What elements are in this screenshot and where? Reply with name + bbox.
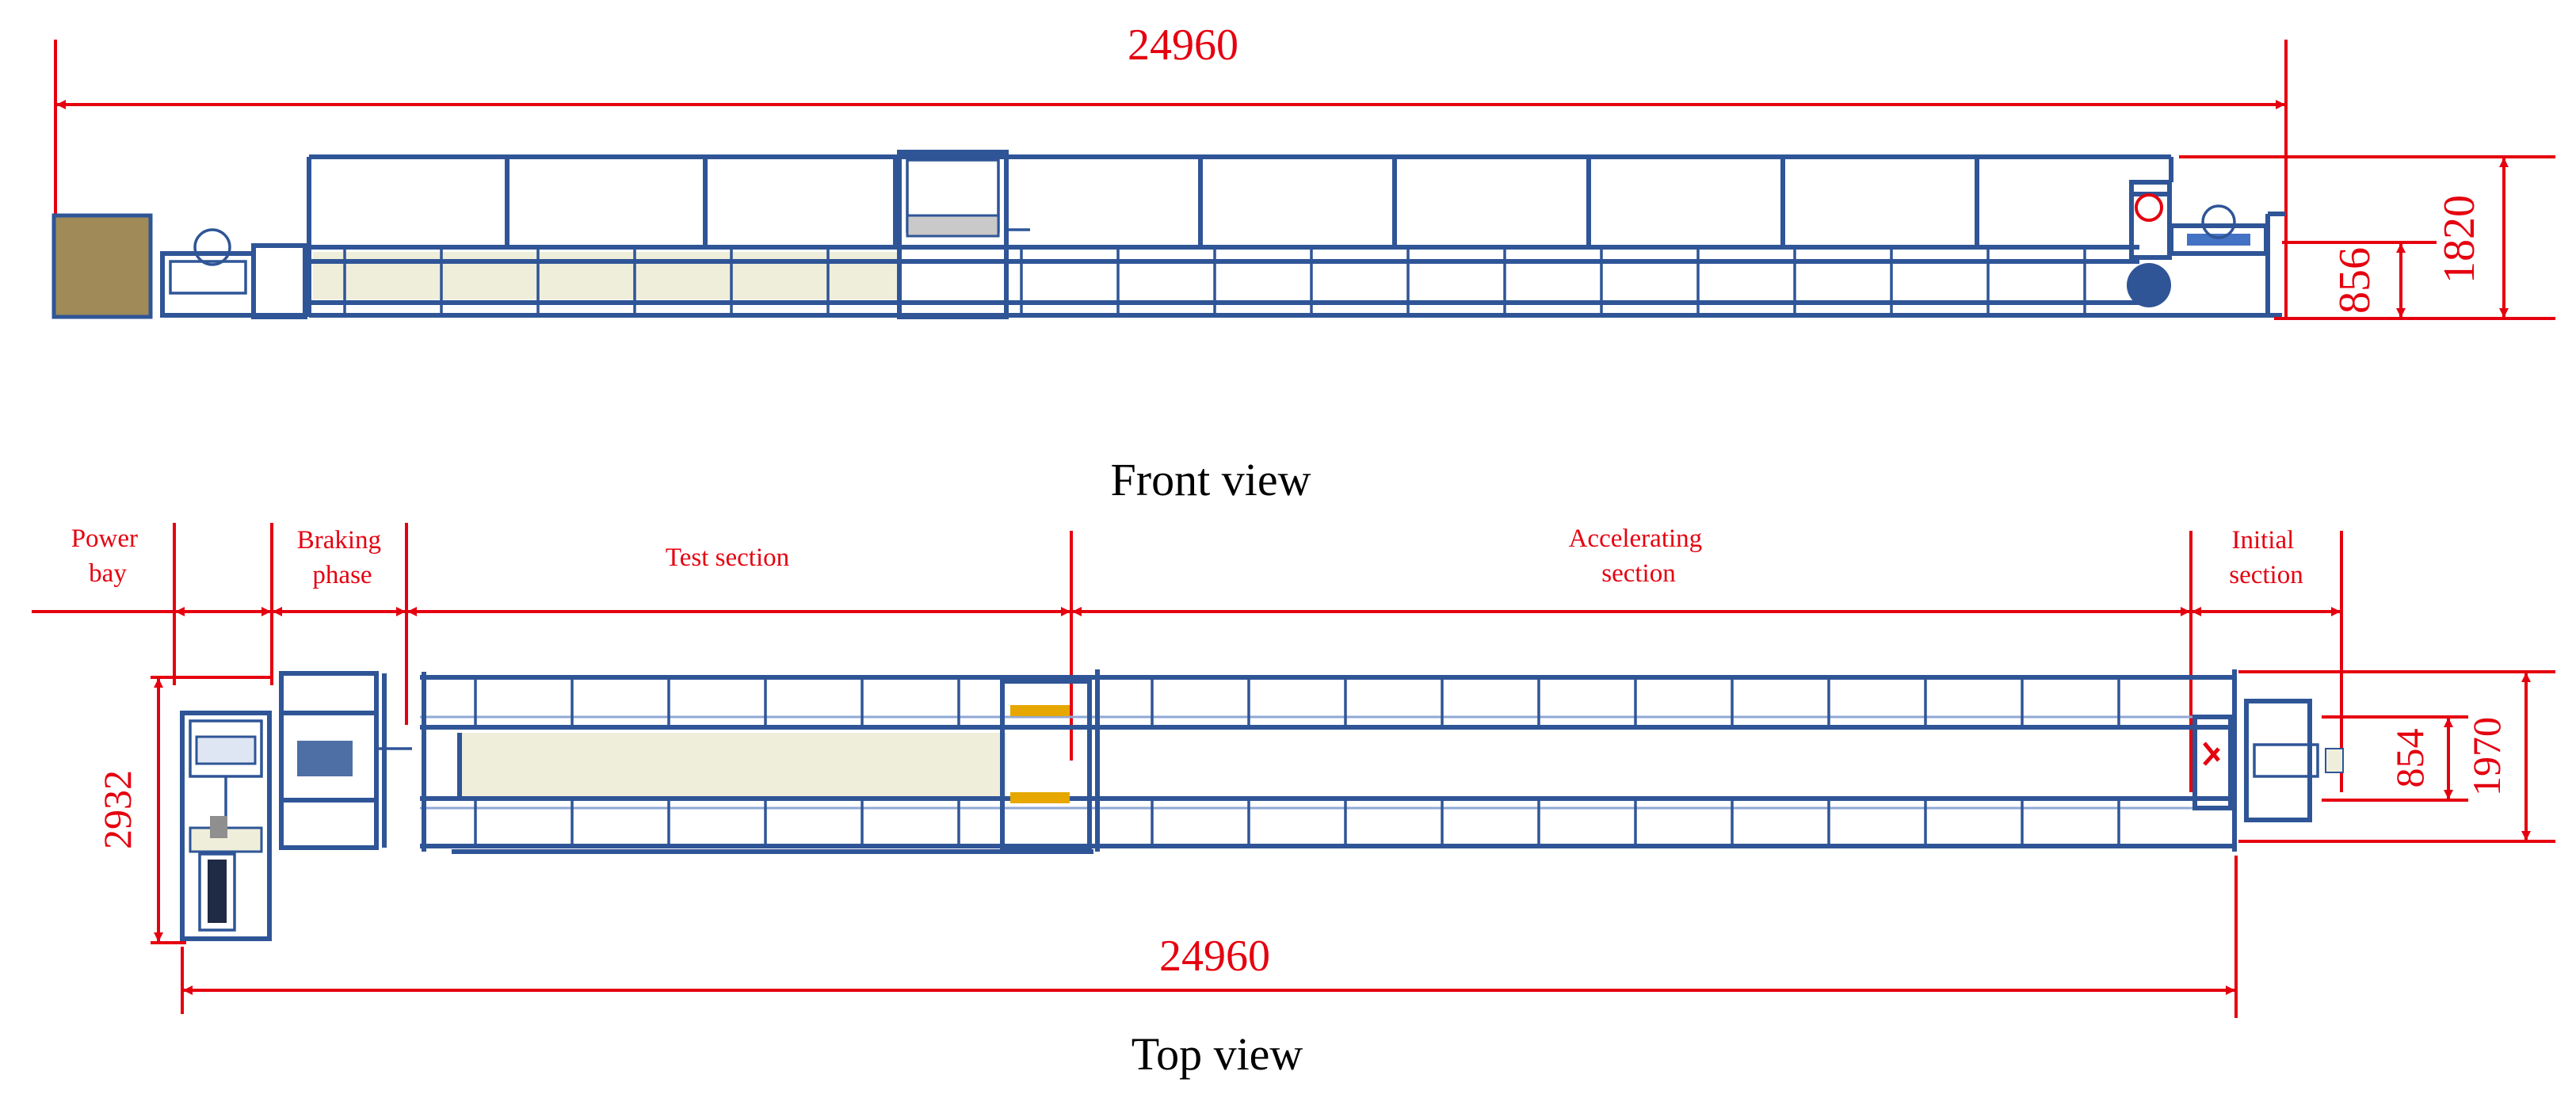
front-legs <box>343 247 2086 317</box>
top-width-total-label: 1970 <box>2464 717 2509 796</box>
top-power-bay <box>180 711 272 941</box>
top-width-track-label: 854 <box>2387 729 2432 788</box>
section-label-power-bay: Power bay <box>71 524 145 588</box>
top-length-label: 24960 <box>1159 932 1270 981</box>
front-height-total-label: 1820 <box>2435 195 2484 284</box>
section-label-test: Test section <box>666 543 789 572</box>
top-power-bay-width-label: 2932 <box>95 770 139 849</box>
top-carriage <box>1000 669 1100 852</box>
top-width-dimensions: 1970 854 <box>2238 670 2555 843</box>
section-label-accelerating: Accelerating section <box>1569 524 1709 588</box>
front-height-track-label: 856 <box>2330 247 2379 314</box>
top-length-dimension: 24960 <box>181 856 2238 1018</box>
top-view-caption: Top view <box>1132 1028 1303 1080</box>
top-test-section <box>420 672 2234 854</box>
front-wheel <box>2127 263 2171 307</box>
front-initial-machine <box>2127 180 2286 317</box>
section-dimension-chain <box>32 523 2343 792</box>
front-length-dimension: 24960 <box>54 21 2288 317</box>
section-label-braking-phase: Braking phase <box>297 526 388 589</box>
section-labels: Power bay Braking phase Test section Acc… <box>71 524 2303 589</box>
top-power-bay-width-dimension: 2932 <box>95 676 273 944</box>
top-frame-posts <box>474 677 2120 846</box>
front-power-unit <box>160 228 307 319</box>
front-main-frame <box>307 150 2282 319</box>
front-view-caption: Front view <box>1111 454 1311 505</box>
top-braking-frame <box>279 671 412 850</box>
front-height-dimensions: 1820 856 <box>2179 155 2555 320</box>
top-view: Power bay Braking phase Test section Acc… <box>32 523 2555 1080</box>
front-motor-box <box>52 213 153 319</box>
top-initial-section <box>2192 669 2344 852</box>
section-label-initial: Initial section <box>2229 526 2303 589</box>
front-length-label: 24960 <box>1128 21 1238 70</box>
front-view: 24960 <box>52 21 2555 505</box>
